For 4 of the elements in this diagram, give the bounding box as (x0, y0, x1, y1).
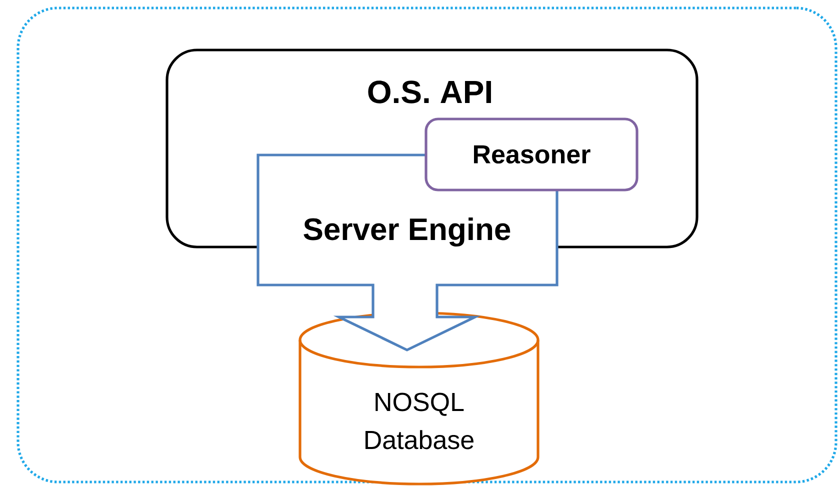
database-cylinder: NOSQL Database (298, 312, 540, 486)
reasoner-box: Reasoner (424, 118, 638, 192)
dotted-frame (16, 6, 838, 484)
node-label: NOSQL Database (365, 392, 474, 450)
